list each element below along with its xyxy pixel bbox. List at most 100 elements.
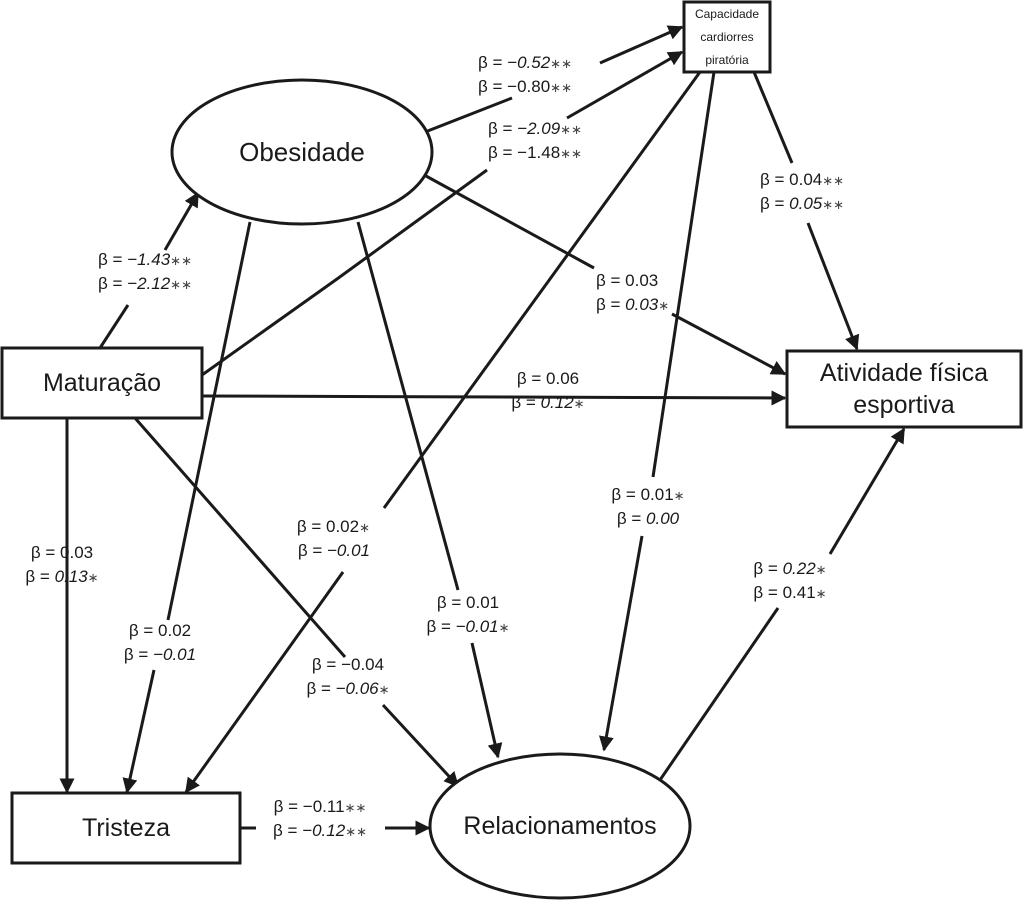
edge-label-maturacao-atividade: β = 0.06 β = 0.12∗ <box>511 369 584 412</box>
edge-line-obesidade-atividade <box>671 312 787 376</box>
beta-prefix: β = <box>617 509 646 528</box>
coefficient-label: β = 0.03∗ <box>596 295 669 314</box>
beta-prefix: β = <box>611 485 640 504</box>
significance-marker: ∗ <box>574 396 585 411</box>
beta-prefix: β = <box>478 77 507 96</box>
edge-line-obesidade-tristeza <box>122 669 156 794</box>
edge-line-obesidade-capacidade <box>599 25 684 65</box>
significance-marker: ∗∗ <box>345 800 367 815</box>
edge-label-obesidade-tristeza: β = 0.02β = −0.01 <box>124 621 196 664</box>
edge-label-relacionamentos-atividade: β = 0.22∗β = 0.41∗ <box>753 559 826 602</box>
coefficient-label: β = 0.12∗ <box>511 393 584 412</box>
beta-value: −0.11 <box>303 797 345 816</box>
significance-marker: ∗∗ <box>822 197 844 212</box>
coefficient-label: β = −0.11∗∗ <box>274 797 367 816</box>
edge-label-capacidade-atividade: β = 0.04∗∗β = 0.05∗∗ <box>760 170 844 213</box>
edge-line-maturacao-capacidade <box>566 50 684 120</box>
coefficient-label: β = 0.06 <box>517 369 579 388</box>
significance-marker: ∗∗ <box>550 80 572 95</box>
beta-value: −1.43 <box>127 250 171 269</box>
significance-marker: ∗∗ <box>170 253 192 268</box>
edge-label-maturacao-obesidade: β = −1.43∗∗β = −2.12∗∗ <box>98 250 192 293</box>
node-box-capacidade <box>682 0 772 74</box>
significance-marker: ∗ <box>88 570 99 585</box>
edge-line-capacidade-tristeza <box>382 71 702 509</box>
node-box-maturacao <box>0 346 204 420</box>
beta-value: 0.06 <box>546 369 579 388</box>
coefficient-label: β = −0.80∗∗ <box>478 77 572 96</box>
coefficient-label: β = 0.41∗ <box>753 583 826 602</box>
edge-line-maturacao-obesidade <box>98 304 130 349</box>
beta-prefix: β = <box>596 295 625 314</box>
beta-prefix: β = <box>511 393 540 412</box>
significance-marker: ∗∗ <box>170 277 192 292</box>
significance-marker: ∗ <box>816 586 827 601</box>
beta-prefix: β = <box>517 369 546 388</box>
beta-value: −0.80 <box>507 77 550 96</box>
node-relacionamentos: Relacionamentos <box>428 752 692 900</box>
node-ellipse-relacionamentos <box>428 752 692 900</box>
coefficient-label: β = −0.06∗ <box>306 679 389 698</box>
edge-line-relacionamentos-atividade <box>828 427 906 555</box>
coefficient-label: β = 0.03 <box>31 543 93 562</box>
beta-prefix: β = <box>312 655 341 674</box>
edge-label-capacidade-relacionamentos: β = 0.01∗β = 0.00 <box>611 485 684 528</box>
node-obesidade: Obesidade <box>170 78 434 226</box>
coefficient-label: β = 0.03 <box>596 271 658 290</box>
edge-line-maturacao-obesidade <box>163 191 200 251</box>
edge-label-maturacao-tristeza: β = 0.03β = 0.13∗ <box>25 543 98 586</box>
beta-value: −0.01 <box>456 617 499 636</box>
node-box-tristeza <box>10 791 242 865</box>
edge-capacidade-atividade <box>752 71 860 351</box>
beta-value: −0.01 <box>153 645 196 664</box>
beta-prefix: β = <box>488 143 517 162</box>
edge-line-maturacao-capacidade <box>201 168 488 377</box>
beta-value: 0.02 <box>326 517 359 536</box>
beta-prefix: β = <box>298 541 327 560</box>
beta-value: 0.02 <box>158 621 191 640</box>
coefficient-label: β = 0.01 <box>437 593 499 612</box>
beta-value: −0.52 <box>507 53 551 72</box>
beta-value: −0.01 <box>327 541 370 560</box>
significance-marker: ∗ <box>359 520 370 535</box>
node-label-capacidade: Capacidade <box>695 7 759 21</box>
beta-value: −2.09 <box>517 119 561 138</box>
significance-marker: ∗∗ <box>560 146 582 161</box>
coefficient-label: β = 0.00 <box>617 509 680 528</box>
edge-maturacao-capacidade <box>201 50 684 377</box>
node-box-atividade <box>785 349 1023 429</box>
beta-prefix: β = <box>426 617 455 636</box>
beta-value: 0.03 <box>60 543 93 562</box>
beta-value: −1.48 <box>517 143 560 162</box>
significance-marker: ∗ <box>658 298 669 313</box>
node-label-atividade: Atividade física <box>820 359 988 387</box>
edge-label-capacidade-tristeza: β = 0.02∗ β = −0.01 <box>297 517 370 560</box>
edge-line-capacidade-relacionamentos <box>651 71 716 478</box>
edge-line-relacionamentos-atividade <box>658 607 780 781</box>
beta-prefix: β = <box>31 543 60 562</box>
beta-prefix: β = <box>478 53 507 72</box>
edge-relacionamentos-atividade <box>658 427 906 781</box>
significance-marker: ∗∗ <box>550 56 572 71</box>
beta-prefix: β = <box>25 567 54 586</box>
edge-maturacao-relacionamentos <box>133 417 460 788</box>
beta-prefix: β = <box>760 194 789 213</box>
beta-value: −0.06 <box>336 679 380 698</box>
beta-value: 0.13 <box>55 567 89 586</box>
coefficient-label: β = −0.01 <box>298 541 370 560</box>
edge-maturacao-atividade <box>201 390 787 406</box>
beta-prefix: β = <box>273 821 302 840</box>
node-maturacao: Maturação <box>0 346 204 420</box>
coefficient-label: β = −2.12∗∗ <box>98 274 192 293</box>
node-ellipse-obesidade <box>170 78 434 226</box>
coefficient-label: β = −0.04 <box>312 655 384 674</box>
beta-prefix: β = <box>129 621 158 640</box>
node-label-maturacao: Maturação <box>43 369 161 397</box>
node-label-relacionamentos: Relacionamentos <box>463 812 656 840</box>
coefficient-label: β = −0.01∗ <box>426 617 509 636</box>
edge-label-maturacao-relacionamentos: β = −0.04 β = −0.06∗ <box>306 655 389 698</box>
edge-line-capacidade-atividade <box>752 71 794 164</box>
coefficient-label: β = −0.52∗∗ <box>478 53 572 72</box>
significance-marker: ∗ <box>499 620 510 635</box>
